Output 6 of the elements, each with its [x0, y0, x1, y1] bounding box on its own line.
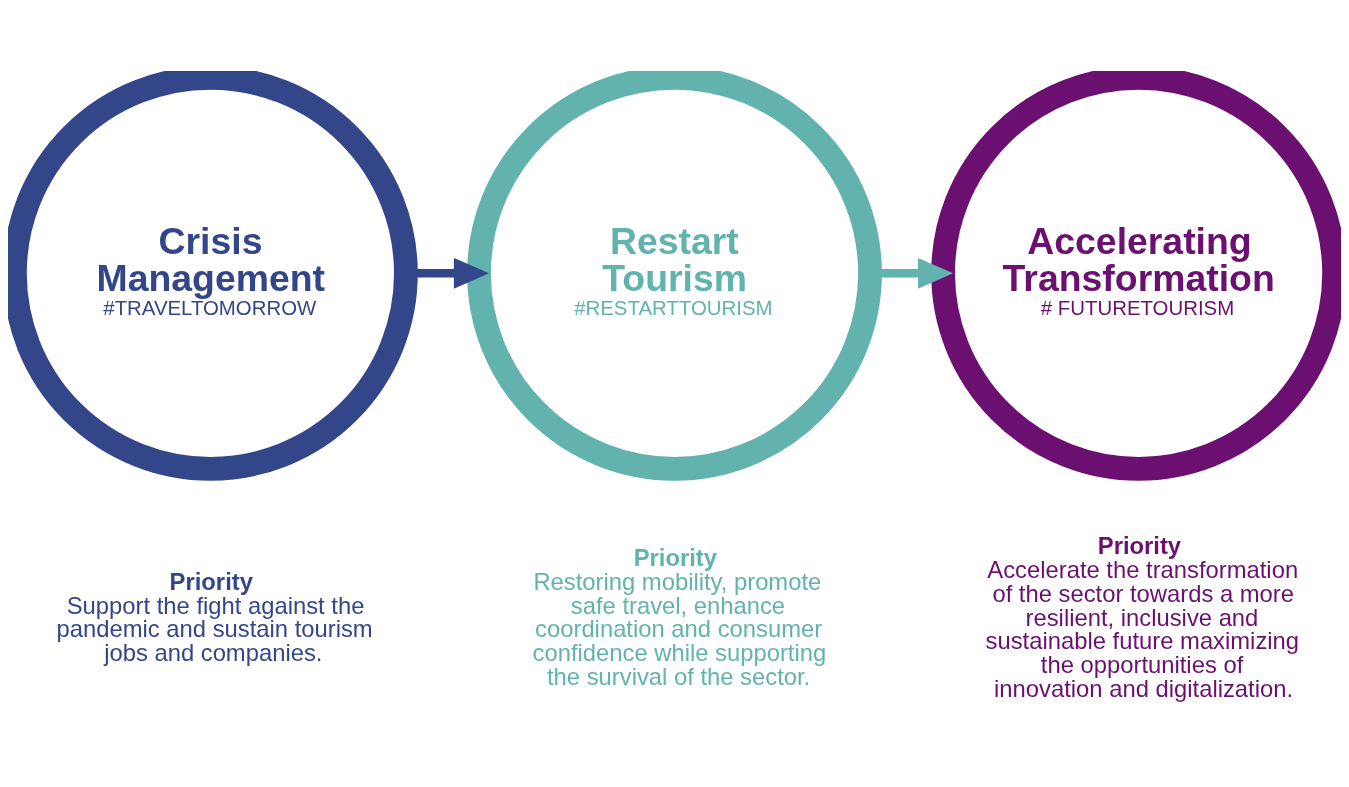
node-circle: Accelerating Transformation # FUTURETOURISM [931, 70, 1341, 481]
node-circle: Crisis Management #TRAVELTOMORROW [8, 70, 418, 481]
node-label: Priority [169, 567, 253, 595]
node-label: Priority [1097, 531, 1182, 559]
node-circle: Restart Tourism #RESTARTTOURISM [467, 70, 882, 481]
node-label: Priority [633, 543, 718, 571]
